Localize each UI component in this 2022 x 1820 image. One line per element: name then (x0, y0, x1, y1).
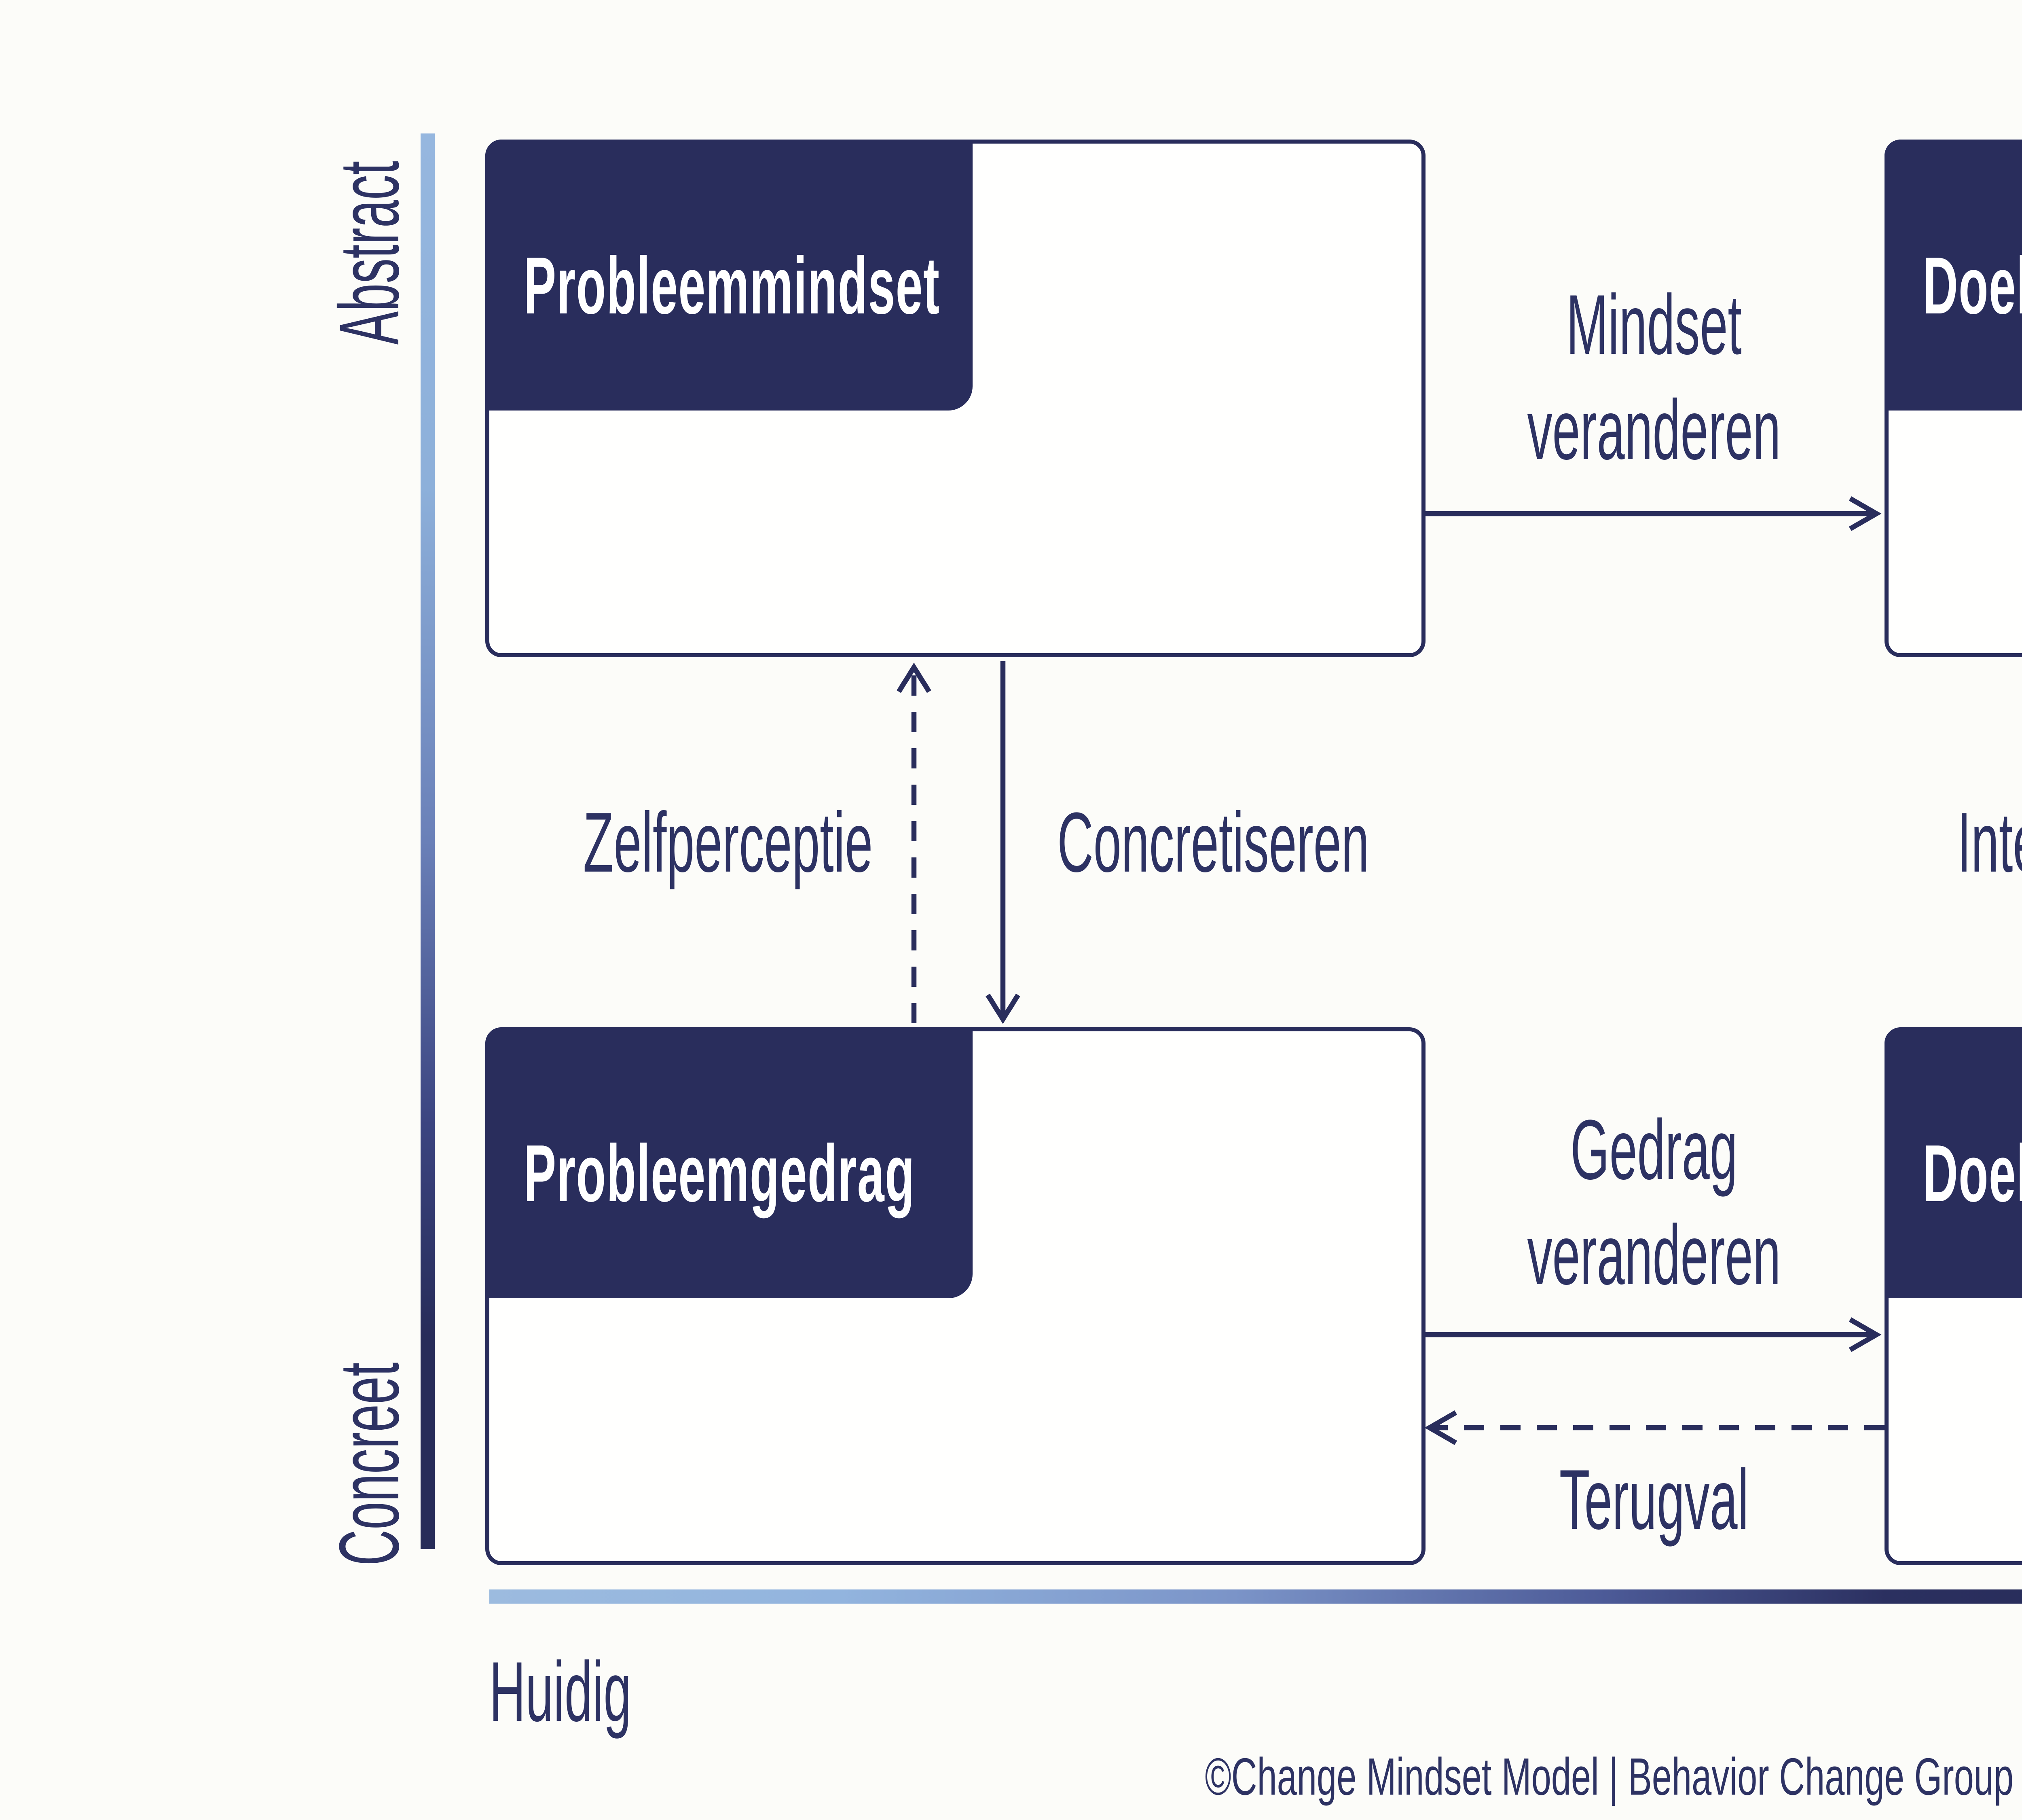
internaliseren-label: Internaliseren (1957, 795, 2022, 890)
mindset-veranderen-arrow (1426, 496, 1882, 531)
box-probleemgedrag: Probleemgedrag (484, 1026, 1426, 1565)
zelfperceptie-arrow (897, 662, 931, 1023)
box-doelgedrag-title: Doelgedrag (1922, 1130, 2022, 1219)
terugval-arrow (1424, 1410, 1885, 1445)
concretiseren-arrow (986, 661, 1020, 1024)
box-doelgedrag-tab: Doelgedrag (1883, 1026, 2022, 1297)
mindset-veranderen-label-line2: veranderen (1527, 382, 1781, 477)
mindset-veranderen-label-line1: Mindset (1566, 277, 1742, 372)
box-probleemmindset: Probleemmindset (484, 138, 1426, 657)
gedrag-veranderen-label-line2: veranderen (1527, 1207, 1781, 1302)
horizontal-axis-gradient-bar (489, 1589, 2022, 1604)
axis-label-concreet: Concreet (321, 1362, 417, 1566)
terugval-label: Terugval (1559, 1452, 1749, 1547)
zelfperceptie-label: Zelfperceptie (583, 795, 873, 890)
gedrag-veranderen-label-line1: Gedrag (1570, 1102, 1738, 1197)
box-probleemgedrag-tab: Probleemgedrag (484, 1026, 972, 1297)
gedrag-veranderen-arrow (1426, 1317, 1882, 1352)
box-doelmindset: Doelmindset (1883, 138, 2022, 657)
box-doelmindset-tab: Doelmindset (1883, 138, 2022, 410)
box-probleemmindset-title: Probleemmindset (522, 243, 939, 332)
vertical-axis-gradient-bar (421, 133, 435, 1549)
copyright-footer: ©Change Mindset Model | Behavior Change … (1205, 1746, 2022, 1807)
concretiseren-label: Concretiseren (1057, 795, 1369, 890)
box-probleemmindset-tab: Probleemmindset (484, 138, 972, 410)
axis-label-huidig: Huidig (489, 1644, 632, 1739)
box-probleemgedrag-title: Probleemgedrag (522, 1130, 914, 1219)
gedrag-veranderen-label: Gedrag veranderen (1527, 1098, 1781, 1308)
axis-label-abstract: Abstract (321, 161, 417, 345)
box-doelmindset-title: Doelmindset (1922, 243, 2022, 332)
mindset-veranderen-label: Mindset veranderen (1527, 273, 1781, 483)
box-doelgedrag: Doelgedrag (1883, 1026, 2022, 1565)
